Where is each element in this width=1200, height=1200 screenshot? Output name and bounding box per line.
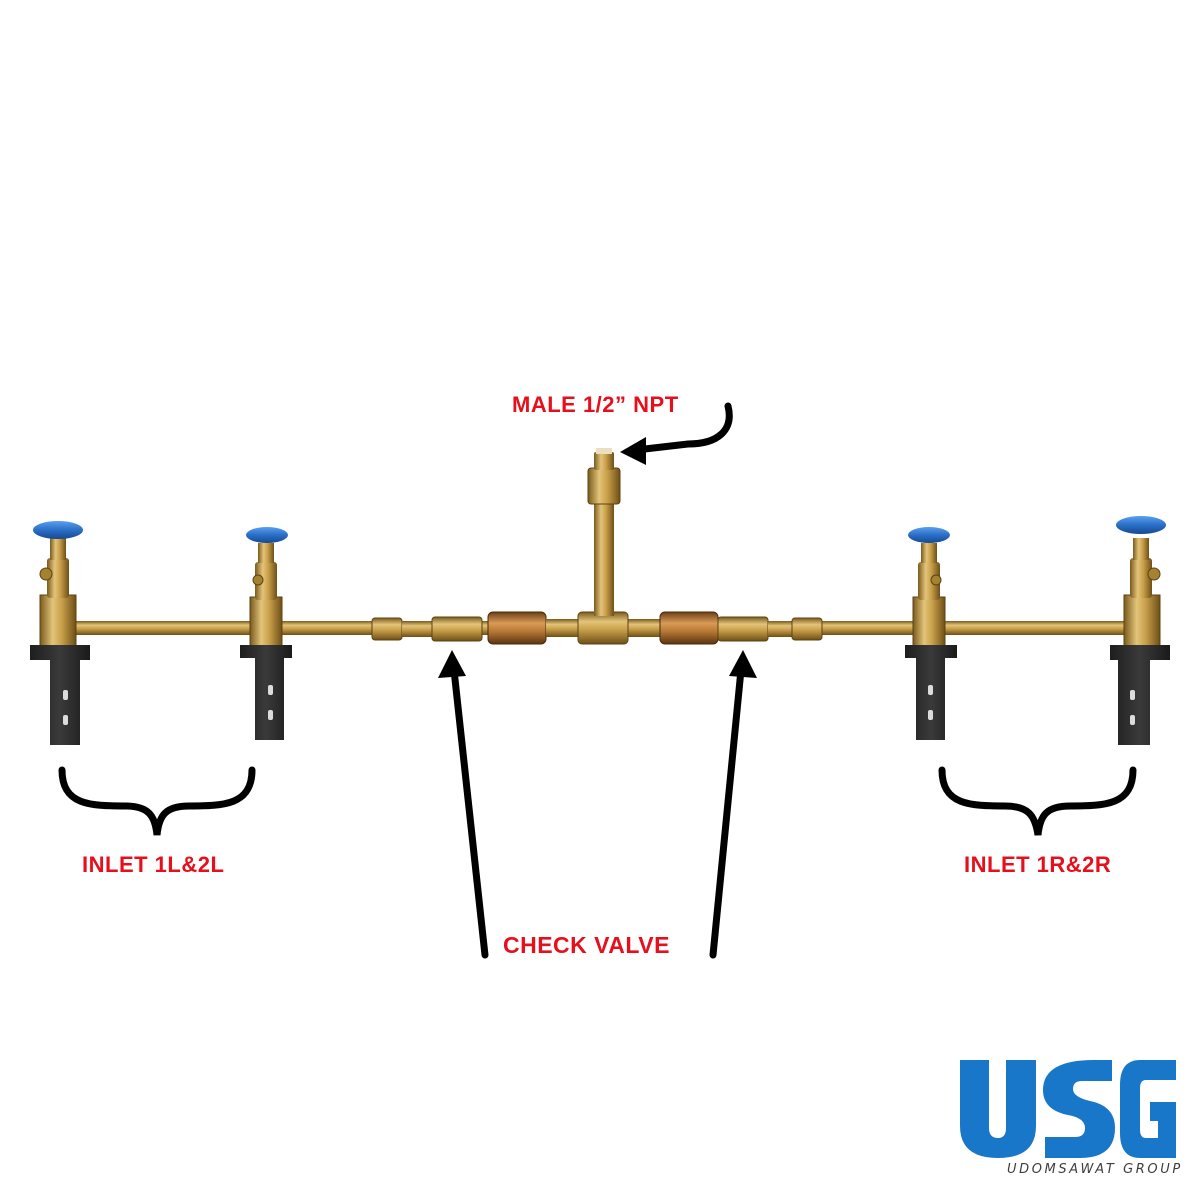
- wall-bracket-right-1: [905, 645, 957, 740]
- usg-logo: [960, 1060, 1176, 1158]
- inlet-valve-2l: [246, 527, 288, 648]
- right-copper-union: [659, 611, 719, 645]
- check-valve-right: [717, 616, 792, 642]
- inlet-valve-1r: [908, 527, 950, 648]
- inlet-left-label: INLET 1L&2L: [82, 852, 225, 877]
- check-valve-arrow-left: [450, 666, 489, 959]
- check-valve-arrow-right: [709, 666, 745, 959]
- check-valve-label: CHECK VALVE: [503, 932, 670, 958]
- outlet-fitting: [587, 467, 621, 505]
- wall-bracket-left-2: [240, 645, 292, 740]
- outlet-label: MALE 1/2” NPT: [512, 392, 679, 417]
- valve-handle: [1116, 516, 1166, 534]
- outlet-arrowhead: [620, 437, 646, 465]
- right-union-nut: [791, 617, 823, 641]
- check-valve-left: [402, 616, 483, 642]
- outlet-riser-pipe: [594, 500, 614, 616]
- check-valve-arrowhead-right: [729, 650, 757, 678]
- left-union-nut: [371, 617, 403, 641]
- inlet-valve-1l: [33, 521, 83, 648]
- inlet-brace-left: [58, 766, 256, 836]
- inlet-brace-right: [938, 766, 1137, 836]
- wall-bracket-right-2: [1110, 645, 1170, 745]
- outlet-arrow: [632, 402, 733, 454]
- logo-letter-s: [1043, 1060, 1115, 1158]
- valve-handle: [33, 521, 83, 539]
- inlet-right-label: INLET 1R&2R: [964, 852, 1112, 877]
- check-valve-arrowhead-left: [438, 650, 466, 678]
- valve-handle: [908, 527, 950, 543]
- left-copper-union: [487, 611, 547, 645]
- logo-letter-g: [1120, 1060, 1176, 1158]
- logo-letter-u: [960, 1060, 1036, 1158]
- valve-handle: [246, 527, 288, 543]
- inlet-valve-2r: [1116, 516, 1166, 648]
- wall-bracket-left-1: [30, 645, 90, 745]
- tee-fitting: [546, 448, 660, 645]
- company-name: UDOMSAWAT GROUP: [1007, 1162, 1183, 1177]
